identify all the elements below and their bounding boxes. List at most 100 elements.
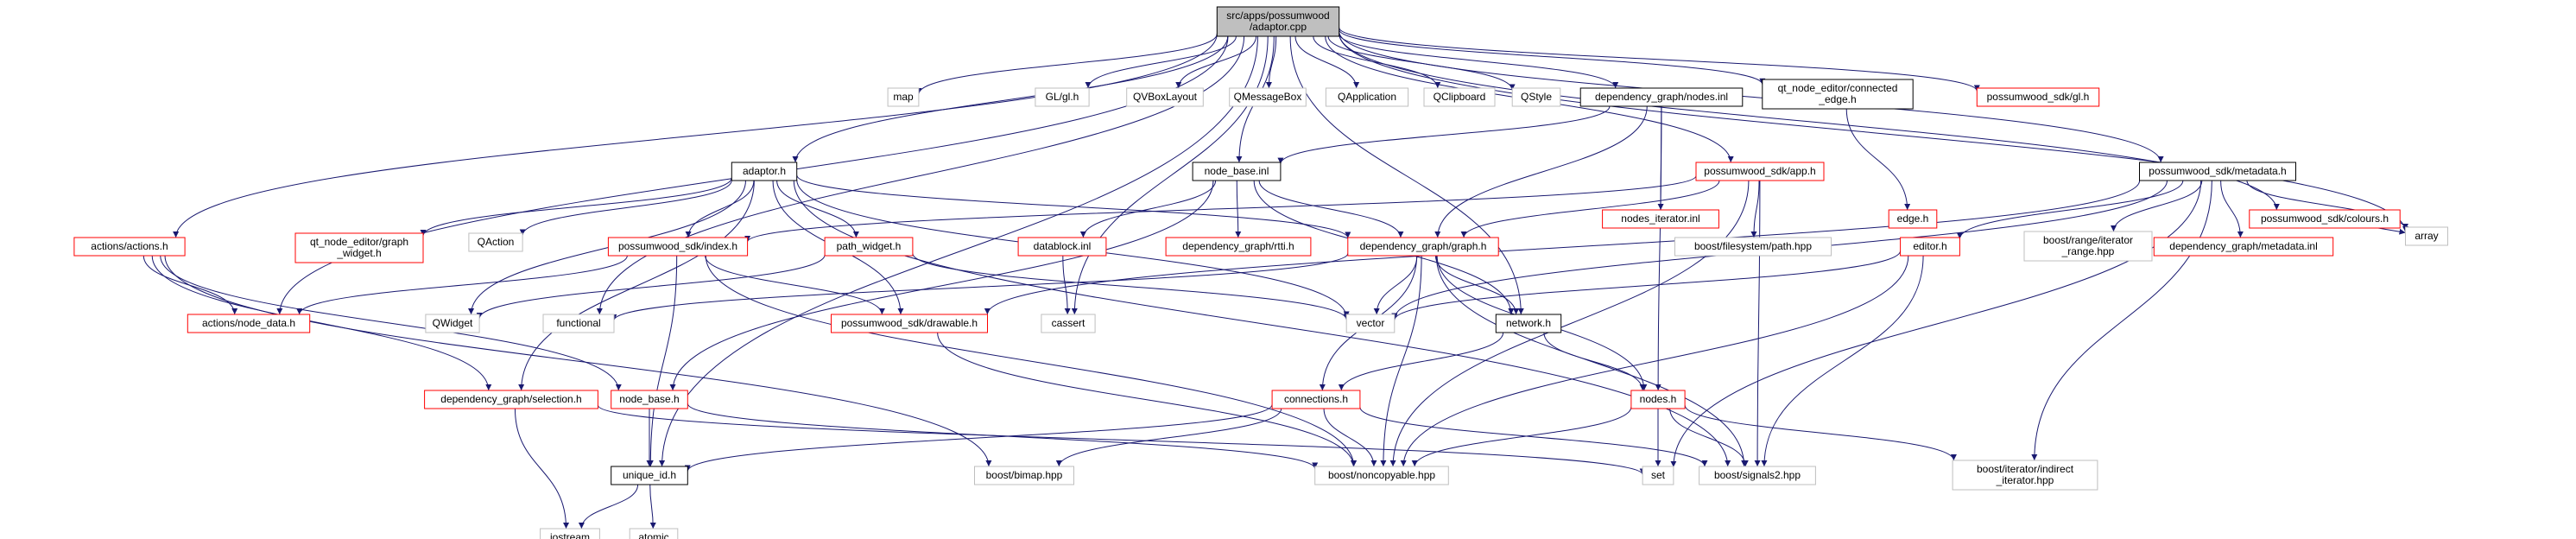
node-label: path_widget.h: [837, 240, 902, 252]
graph-node-dg-metadata-inl: dependency_graph/metadata.inl: [2153, 237, 2334, 257]
edge-adaptor-cpp-to-qvboxlayout: [1175, 35, 1257, 89]
node-box: [294, 232, 424, 263]
edge-dg-nodes-inl-to-node-base-inl: [1277, 105, 1611, 164]
edge-ps-colours-h-to-array: [2377, 227, 2406, 235]
node-box: [1345, 314, 1396, 333]
node-label: dependency_graph/graph.h: [1360, 240, 1487, 252]
edge-unique-id-h-to-iostream: [578, 484, 639, 529]
node-box: [831, 314, 988, 333]
edge-node-base-inl-to-dg-rtti-h: [1235, 180, 1242, 238]
node-label: QMessageBox: [1234, 91, 1302, 103]
node-box: [468, 232, 523, 252]
node-box: [1423, 87, 1496, 107]
edge-editor-h-to-boost-noncopyable: [1400, 255, 1909, 467]
node-box: [2023, 231, 2153, 262]
edge-ps-metadata-h-to-set: [1670, 180, 2202, 467]
graph-node-node-base-inl: node_base.inl: [1192, 162, 1282, 181]
node-label: network.h: [1506, 317, 1551, 329]
edge-network-h-to-nodes-h: [1543, 332, 1646, 391]
edge-adaptor-cpp-to-ps-colours-h: [1339, 33, 2280, 211]
graph-node-ps-index-h: possumwood_sdk/index.h: [607, 237, 749, 257]
graph-node-actions-node-data: actions/node_data.h: [187, 314, 311, 333]
edge-adaptor-cpp-to-array: [1339, 33, 2408, 232]
edge-dg-graph-h-to-vector: [1373, 255, 1418, 315]
node-label: QApplication: [1338, 91, 1396, 103]
edge-adaptor-cpp-to-functional: [596, 35, 1245, 315]
edge-node-base-inl-to-datablock-inl: [1079, 180, 1217, 238]
node-box: [540, 528, 600, 539]
edge-adaptor-cpp-to-ps-gl-h: [1339, 27, 1980, 92]
node-label: boost/signals2.hpp: [1714, 469, 1801, 481]
edge-dg-graph-h-to-network-h: [1434, 255, 1520, 315]
graph-node-node-base-h: node_base.h: [611, 390, 688, 409]
graph-node-set: set: [1642, 466, 1674, 485]
node-label: possumwood_sdk/colours.h: [2261, 212, 2389, 225]
node-label: dependency_graph/metadata.inl: [2169, 240, 2317, 252]
node-box: [611, 390, 688, 409]
node-label: nodes_iterator.inl: [1621, 212, 1699, 225]
graph-node-nodes-h: nodes.h: [1630, 390, 1686, 409]
node-label: _iterator.hpp: [1996, 474, 2054, 486]
node-box: [1126, 87, 1204, 107]
graph-node-ps-app-h: possumwood_sdk/app.h: [1695, 162, 1825, 181]
edge-connections-h-to-unique-id-h: [684, 404, 1273, 472]
edge-actions-actions-h-to-dg-selection-h: [151, 255, 492, 391]
edge-adaptor-cpp-to-qne-connected-edge: [1339, 29, 1766, 85]
edge-ps-app-h-to-ps-index-h: [744, 175, 1697, 243]
edge-ps-app-h-to-dg-graph-h: [1460, 180, 1720, 238]
node-box: [1602, 209, 1719, 229]
graph-node-qvboxlayout: QVBoxLayout: [1126, 87, 1204, 107]
node-label: qt_node_editor/connected: [1778, 82, 1898, 94]
node-box: [1216, 6, 1340, 37]
node-label: boost/filesystem/path.hpp: [1694, 240, 1812, 252]
edge-adaptor-cpp-to-actions-actions-h: [173, 33, 1218, 238]
graph-node-connections-h: connections.h: [1271, 390, 1361, 409]
node-label: boost/range/iterator: [2043, 234, 2133, 246]
node-label: dependency_graph/nodes.inl: [1595, 91, 1728, 103]
node-label: editor.h: [1913, 240, 1946, 252]
node-label: QStyle: [1521, 91, 1552, 103]
node-label: actions/node_data.h: [202, 317, 295, 329]
node-label: possumwood_sdk/app.h: [1704, 165, 1815, 177]
node-label: GL/gl.h: [1046, 91, 1079, 103]
edge-connections-h-to-boost-signals2: [1359, 407, 1708, 467]
graph-node-ps-metadata-h: possumwood_sdk/metadata.h: [2139, 162, 2296, 181]
node-box: [187, 314, 311, 333]
edge-qne-connected-edge-to-edge-h: [1845, 108, 1911, 211]
edge-network-h-to-connections-h: [1338, 332, 1504, 391]
edge-adaptor-cpp-to-adaptor-h: [792, 35, 1229, 163]
edge-nodes-h-to-boost-noncopyable: [1411, 406, 1632, 467]
node-label: dependency_graph/selection.h: [440, 393, 581, 405]
graph-node-qapplication: QApplication: [1325, 87, 1409, 107]
graph-node-nodes-iterator-inl: nodes_iterator.inl: [1602, 209, 1719, 229]
node-label: possumwood_sdk/drawable.h: [841, 317, 978, 329]
edge-dg-graph-h-to-boost-signals2: [1435, 255, 1748, 467]
graph-node-vector: vector: [1345, 314, 1396, 333]
graph-node-dg-nodes-inl: dependency_graph/nodes.inl: [1579, 87, 1744, 107]
graph-node-ps-gl-h: possumwood_sdk/gl.h: [1976, 87, 2100, 107]
node-box: [1900, 237, 1960, 257]
graph-node-editor-h: editor.h: [1900, 237, 1960, 257]
node-label: /adaptor.cpp: [1250, 21, 1307, 33]
node-label: set: [1651, 469, 1666, 481]
graph-node-dg-graph-h: dependency_graph/graph.h: [1347, 237, 1499, 257]
node-label: node_base.h: [619, 393, 679, 405]
edge-adaptor-h-to-dg-selection-h: [518, 180, 755, 391]
node-box: [824, 237, 914, 257]
node-label: datablock.inl: [1034, 240, 1092, 252]
graph-node-boost-bimap: boost/bimap.hpp: [974, 466, 1074, 485]
edge-ps-metadata-h-to-boost-iter-indirect: [2031, 180, 2212, 461]
edge-ps-index-h-to-ps-drawable-h: [705, 255, 885, 315]
edge-ps-app-h-to-boost-signals2: [1754, 180, 1761, 467]
edge-dg-graph-h-to-functional: [611, 253, 1349, 320]
edge-connections-h-to-boost-bimap: [1055, 408, 1282, 467]
graph-node-adaptor-cpp: src/apps/possumwood/adaptor.cpp: [1216, 6, 1340, 37]
graph-node-dg-selection-h: dependency_graph/selection.h: [424, 390, 598, 409]
edge-dg-nodes-inl-to-nodes-h: [1655, 105, 1662, 391]
edge-datablock-inl-to-cassert: [1062, 255, 1071, 315]
graph-node-boost-fs-path: boost/filesystem/path.hpp: [1674, 237, 1832, 257]
edge-ps-app-h-to-boost-noncopyable: [1389, 180, 1750, 467]
node-label: _edge.h: [1818, 93, 1856, 105]
graph-node-array: array: [2405, 226, 2448, 246]
